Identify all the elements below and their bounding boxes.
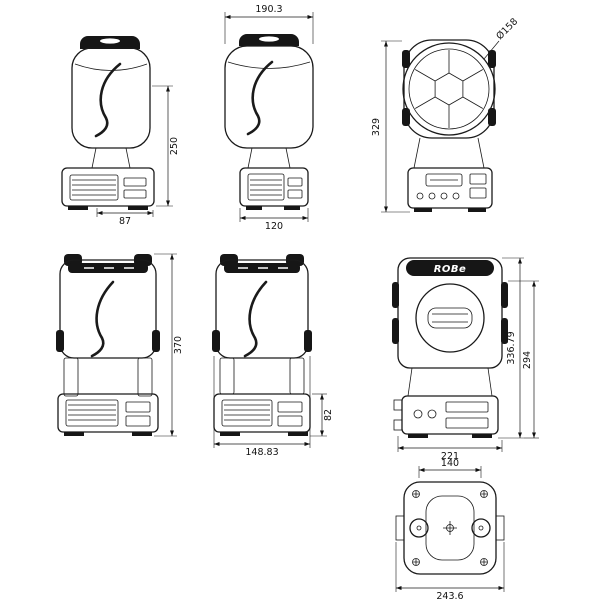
view-rear: ROBe	[392, 257, 508, 438]
dimension-label: 294	[522, 351, 533, 369]
dimension-label: 82	[323, 409, 334, 421]
view-side-top-left	[61, 36, 155, 210]
dimension-front-c-height: 329	[371, 40, 410, 213]
dimension-label: 250	[169, 137, 180, 155]
lens-segments	[414, 50, 484, 128]
view-upright-mid-left	[56, 254, 160, 436]
dimension-label: 140	[441, 458, 459, 469]
dimension-front-e-base-height: 82	[310, 393, 334, 437]
dimension-side-a-height: 250	[152, 85, 180, 207]
brand-logo: ROBe	[434, 264, 467, 275]
dimension-rear-width: 221	[397, 436, 503, 462]
dimension-lens-diameter: Ø158	[483, 16, 520, 60]
dimension-label: 329	[371, 118, 382, 136]
dimension-front-b-base-width: 120	[239, 208, 309, 232]
dimension-label: 148.83	[245, 447, 278, 458]
view-front-top-middle	[224, 34, 314, 210]
dimension-front-b-head-width: 190.3	[224, 4, 314, 44]
dimension-front-e-width: 148.83	[213, 356, 311, 458]
dimension-label: 370	[173, 336, 184, 354]
dimension-label: 336.79	[506, 331, 517, 364]
dimension-label: Ø158	[494, 16, 520, 42]
dimension-bottom-width: 243.6	[395, 542, 505, 600]
view-lens-front	[402, 39, 496, 212]
dimension-side-a-width: 87	[96, 208, 154, 227]
dimension-label: 190.3	[255, 4, 282, 15]
view-bottom	[395, 481, 505, 575]
dimension-label: 120	[265, 221, 283, 232]
dimension-rear-height-body: 294	[508, 280, 539, 439]
dimension-label: 87	[119, 216, 131, 227]
dimension-label: 221	[441, 451, 459, 462]
view-upright-mid-middle	[212, 254, 312, 436]
dimension-label: 243.6	[436, 591, 463, 600]
dimension-bottom-hole-spacing: 140	[418, 458, 482, 478]
dimension-side-d-height: 370	[154, 253, 184, 437]
dimension-rear-height-total: 336.79	[498, 257, 524, 439]
